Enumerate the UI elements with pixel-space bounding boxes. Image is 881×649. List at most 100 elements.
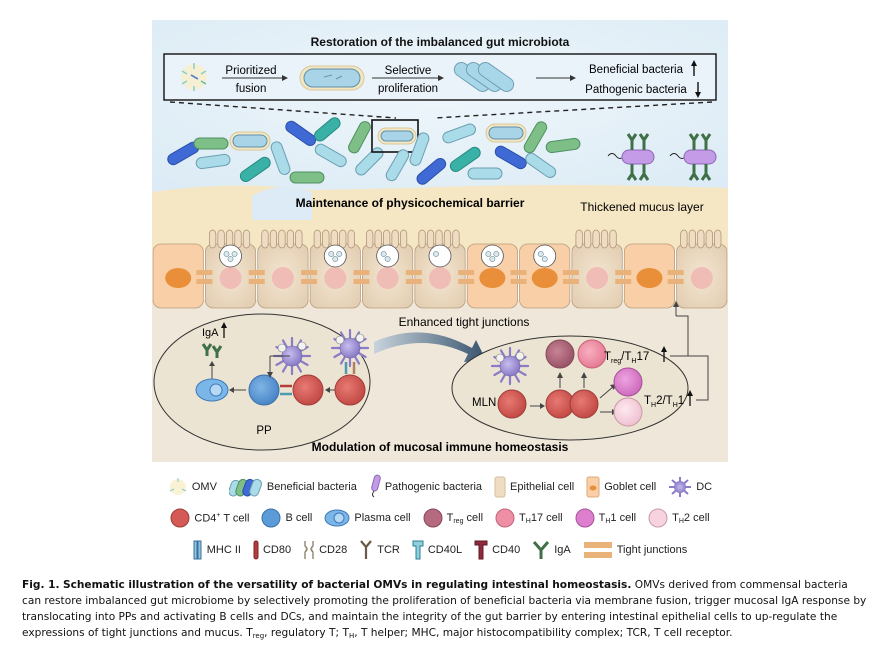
legend-item-pathogenic-bacteria: Pathogenic bacteria bbox=[369, 474, 482, 500]
figure-caption: Fig. 1. Schematic illustration of the ve… bbox=[22, 577, 867, 641]
legend-item-tcr: TCR bbox=[359, 540, 400, 560]
legend-item-th1-cell: TH1 cell bbox=[575, 508, 636, 528]
migration-arrow bbox=[374, 332, 486, 362]
legend-item-cd4-t-cell: CD4+ T cell bbox=[170, 508, 249, 528]
label-enhanced-tight-junctions: Enhanced tight junctions bbox=[399, 315, 530, 329]
epithelial-cell bbox=[571, 229, 623, 309]
th1-cell bbox=[613, 367, 643, 397]
treg-cell bbox=[545, 339, 575, 369]
epithelial-cell bbox=[676, 229, 728, 309]
gut-bacteria bbox=[167, 117, 581, 185]
label-th2-th1-ratio: TH2/TH1 bbox=[644, 395, 684, 409]
result-pathogenic-bacteria: Pathogenic bacteria bbox=[585, 84, 687, 96]
th2-cell bbox=[613, 397, 643, 427]
legend-item-dc: DC bbox=[668, 476, 712, 498]
label-mln: MLN bbox=[472, 397, 496, 409]
tcr-icon bbox=[360, 540, 373, 559]
legend-item-cd40l: CD40L bbox=[412, 540, 462, 560]
goblet-cell bbox=[152, 243, 204, 309]
b-cell bbox=[248, 374, 280, 406]
cd40l-icon bbox=[412, 540, 424, 560]
mhc-ii-icon bbox=[193, 540, 202, 560]
arrow-down-icon bbox=[695, 82, 701, 98]
dc-cell bbox=[490, 346, 530, 386]
figure-legend: OMV Beneficial bacteria Pathogenic bacte… bbox=[152, 474, 728, 568]
epithelial-cell-icon bbox=[494, 476, 506, 498]
legend-item-tight-junctions: Tight junctions bbox=[583, 540, 687, 560]
epithelial-cell bbox=[257, 229, 309, 309]
tight-junction bbox=[196, 270, 213, 284]
label-iga: IgA bbox=[202, 327, 219, 339]
tight-junction bbox=[667, 270, 684, 284]
iga-up-arrow-icon bbox=[221, 322, 227, 338]
ratio1-up-arrow-icon bbox=[661, 346, 667, 362]
legend-item-goblet-cell: Goblet cell bbox=[586, 476, 656, 498]
cd4-t-cell bbox=[569, 389, 599, 419]
goblet-cell bbox=[623, 243, 676, 309]
legend-item-cd40: CD40 bbox=[474, 540, 520, 560]
dc-cell bbox=[330, 328, 370, 368]
ratio2-up-arrow-icon bbox=[687, 390, 693, 406]
tight-junction bbox=[405, 270, 422, 284]
step-selective-proliferation-line2: proliferation bbox=[378, 83, 438, 95]
legend-item-treg-cell: Treg cell bbox=[423, 508, 483, 528]
omv-icon bbox=[181, 63, 207, 91]
tight-junction bbox=[510, 270, 527, 284]
goblet-cell bbox=[466, 243, 518, 309]
legend-item-epithelial-cell: Epithelial cell bbox=[494, 476, 574, 498]
fused-bacterium-icon bbox=[299, 65, 365, 91]
legend-item-cd80: CD80 bbox=[253, 540, 291, 560]
legend-item-th17-cell: TH17 cell bbox=[495, 508, 563, 528]
legend-item-beneficial-bacteria: Beneficial bacteria bbox=[228, 476, 357, 498]
iga-coated-pathogens bbox=[607, 133, 717, 181]
section-title-immune: Modulation of mucosal immune homeostasis bbox=[312, 440, 569, 454]
pathogenic-bacteria-icon bbox=[371, 474, 381, 498]
tight-junction bbox=[458, 270, 475, 284]
cd28-icon bbox=[304, 541, 314, 559]
caption-label: Fig. 1. bbox=[22, 579, 60, 591]
legend-item-plasma-cell: Plasma cell bbox=[324, 508, 411, 528]
goblet-cell-icon bbox=[586, 476, 600, 498]
epithelial-cell bbox=[414, 229, 466, 309]
cd4-t-cell-icon bbox=[170, 508, 190, 528]
th17-cell bbox=[577, 339, 607, 369]
epithelial-cell bbox=[204, 229, 257, 309]
iga-antibody-icon bbox=[201, 343, 223, 358]
cd4-t-cell bbox=[292, 374, 324, 406]
legend-item-th2-cell: TH2 cell bbox=[648, 508, 710, 528]
tight-junctions-icon bbox=[583, 542, 612, 558]
label-thickened-mucus: Thickened mucus layer bbox=[580, 200, 703, 214]
th1-cell-icon bbox=[575, 508, 595, 528]
tight-junction bbox=[248, 270, 265, 284]
goblet-cell bbox=[519, 243, 571, 309]
step-prioritized-fusion-line1: Prioritized bbox=[225, 65, 276, 77]
tight-junction bbox=[562, 270, 579, 284]
epithelial-layer bbox=[152, 229, 728, 309]
tight-junction bbox=[301, 270, 318, 284]
plasma-cell bbox=[195, 378, 229, 402]
plasma-cell-icon bbox=[324, 509, 350, 527]
tight-junction bbox=[353, 270, 370, 284]
label-treg-th17-ratio: Treg/TH17 bbox=[604, 351, 649, 365]
dc-icon bbox=[669, 477, 692, 497]
legend-row-2: CD4+ T cell B cell Plasma cell Treg cell… bbox=[152, 506, 728, 530]
legend-item-iga: IgA bbox=[532, 540, 571, 560]
cd4-t-cell bbox=[497, 389, 527, 419]
cd4-t-cell bbox=[334, 374, 366, 406]
proliferated-bacteria-icon bbox=[453, 62, 515, 92]
th2-cell-icon bbox=[648, 508, 668, 528]
epithelial-cell bbox=[362, 229, 414, 309]
step-prioritized-fusion-line2: fusion bbox=[236, 83, 267, 95]
section-title-microbiota: Restoration of the imbalanced gut microb… bbox=[311, 35, 570, 49]
arrow-up-icon bbox=[691, 60, 697, 76]
caption-body: OMVs derived from commensal bacteria can… bbox=[22, 579, 867, 639]
step-selective-proliferation-line1: Selective bbox=[385, 65, 432, 77]
legend-item-omv: OMV bbox=[168, 477, 217, 497]
label-pp: PP bbox=[256, 425, 272, 437]
beneficial-bacteria-icon bbox=[228, 478, 262, 497]
cd40-icon bbox=[474, 540, 488, 560]
caption-abbreviations: Treg, regulatory T; TH, T helper; MHC, m… bbox=[246, 627, 733, 640]
iga-icon bbox=[533, 541, 550, 559]
legend-item-cd28: CD28 bbox=[303, 540, 347, 560]
result-beneficial-bacteria: Beneficial bacteria bbox=[589, 64, 684, 76]
